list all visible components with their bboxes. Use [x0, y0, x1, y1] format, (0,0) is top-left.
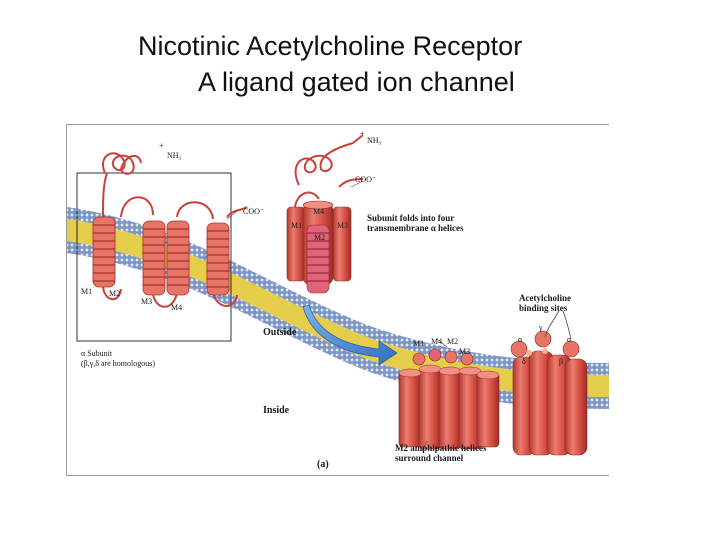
alpha-label-right: α	[567, 335, 572, 344]
folds-note-line-1: Subunit folds into four	[367, 213, 455, 223]
m2-label-channel: M2	[447, 337, 459, 346]
m4-label-top: M4	[313, 207, 325, 216]
beta-label: β	[559, 357, 564, 366]
binding-sites-note: Acetylcholine binding sites	[519, 293, 571, 313]
leader-lines	[226, 180, 448, 452]
subunit-caption-line-2: (β,γ,δ are homologous)	[81, 359, 156, 368]
coo-label-left: COO⁻	[243, 207, 265, 216]
outside-label: Outside	[263, 327, 297, 338]
assembled-channel	[398, 348, 500, 450]
intact-receptor	[510, 310, 588, 456]
folded-subunit	[286, 134, 364, 294]
m3-label-left: M3	[141, 297, 153, 306]
subunit-caption-line-1: α Subunit	[81, 349, 113, 358]
m1-label-left: M1	[81, 287, 93, 296]
channel-note-line-1: M2 amphipathic helices	[395, 443, 487, 453]
title-line-2: A ligand gated ion channel	[198, 67, 515, 97]
inset-frame	[76, 172, 232, 342]
nh3-charge-top: +	[360, 129, 365, 138]
delta-label: δ	[522, 357, 526, 366]
binding-note-line-2: binding sites	[519, 303, 568, 313]
coo-label-top: COO⁻	[355, 175, 377, 184]
subunit-caption: α Subunit (β,γ,δ are homologous)	[81, 349, 155, 369]
panel-label: (a)	[317, 459, 329, 470]
m3-label-channel: M3	[459, 347, 471, 356]
slide-title: Nicotinic Acetylcholine Receptor A ligan…	[0, 28, 720, 100]
folds-note: Subunit folds into four transmembrane α …	[367, 213, 464, 233]
title-line-1: Nicotinic Acetylcholine Receptor	[138, 31, 523, 61]
m3-label-top: M3	[337, 221, 349, 230]
binding-note-line-1: Acetylcholine	[519, 293, 571, 303]
m2-label-left: M2	[109, 289, 121, 298]
m1-label-top: M1	[291, 221, 303, 230]
alpha-label-left: α	[518, 335, 523, 344]
folds-note-line-2: transmembrane α helices	[367, 223, 464, 233]
receptor-illustration	[67, 134, 609, 456]
receptor-figure: + NH₃ COO⁻ M1 M2 M3 M4 α Subunit (β,γ,δ …	[66, 124, 609, 476]
nh3-charge-left: +	[159, 141, 164, 150]
helix-coils-left	[92, 216, 230, 296]
m4-label-left: M4	[171, 303, 183, 312]
lipid-bilayer	[67, 207, 609, 409]
m1-label-channel: M1	[413, 339, 425, 348]
inside-label: Inside	[263, 405, 290, 416]
channel-note-line-2: surround channel	[395, 453, 464, 463]
m2-label-top: M2	[314, 233, 326, 242]
alpha-subunit-topology	[102, 152, 248, 308]
nh3-label-left: NH₃	[167, 151, 182, 160]
channel-note: M2 amphipathic helices surround channel	[395, 443, 487, 463]
assembly-arrow	[302, 304, 398, 366]
gamma-label: γ	[539, 323, 543, 332]
m4-label-channel: M4	[431, 337, 443, 346]
nh3-label-top: NH₃	[367, 136, 382, 145]
